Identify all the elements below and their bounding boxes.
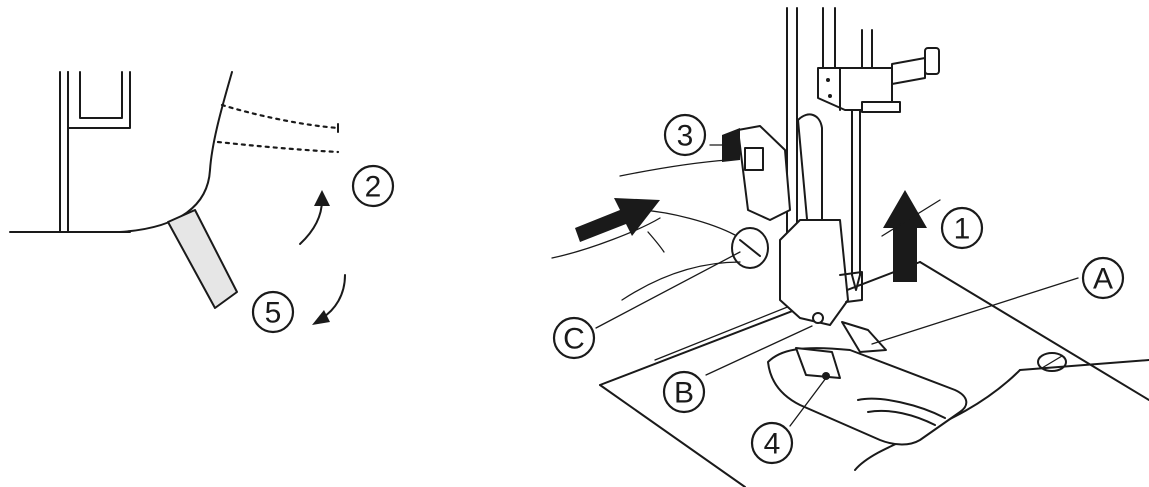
hand-finger-top — [619, 159, 729, 177]
step-label-2: 2 — [351, 164, 395, 208]
shank-groove-b — [812, 312, 824, 324]
step-label-1-text: 1 — [954, 213, 971, 246]
presser-bar — [786, 7, 798, 251]
foot-bar-a — [841, 321, 887, 353]
part-label-c: C — [552, 316, 596, 360]
part-label-a-text: A — [1093, 263, 1113, 296]
shank-body — [779, 219, 849, 326]
shank-lever-slot — [744, 147, 764, 171]
machine-arm-curve — [119, 71, 233, 233]
shank-upright — [797, 113, 823, 231]
left-panel-machine-side — [9, 71, 346, 325]
presser-foot-sole — [767, 347, 968, 446]
hand-knuckle — [647, 231, 665, 253]
foot-toe-groove-1 — [857, 397, 946, 419]
leader-b — [705, 325, 813, 376]
step-label-4: 4 — [750, 421, 794, 465]
hand-finger-mid — [641, 209, 736, 236]
snap-button-release — [722, 128, 740, 162]
leader-a — [871, 277, 1079, 345]
thumb-screw-slot — [739, 239, 761, 257]
needle-tip — [851, 274, 861, 291]
needle-shaft — [851, 109, 861, 276]
clamp-dot-2 — [828, 94, 832, 98]
lift-arrow — [883, 190, 927, 282]
part-label-b: B — [662, 370, 706, 414]
right-panel-presser-foot — [551, 7, 1149, 487]
step-label-3: 3 — [663, 113, 707, 157]
part-label-b-text: B — [674, 377, 694, 410]
leader-4 — [789, 377, 827, 427]
needle-clamp-screw-knob — [924, 47, 940, 75]
plate-screw-head — [1037, 352, 1067, 372]
step-label-1: 1 — [940, 206, 984, 250]
step-label-5-text: 5 — [265, 297, 282, 330]
needle-screw-small — [839, 271, 863, 303]
foot-toe-groove-2 — [867, 409, 936, 426]
thread-guide-plate — [861, 101, 901, 113]
lower-arrow-head — [312, 310, 330, 325]
step-label-3-text: 3 — [677, 120, 694, 153]
lift-arrow-head — [314, 190, 330, 206]
needle-clamp-screw — [891, 57, 926, 85]
machine-column-inner — [67, 71, 131, 129]
step-label-2-text: 2 — [365, 171, 382, 204]
plate-screw-slot — [1041, 355, 1063, 369]
leader-c — [595, 251, 741, 329]
callout-labels: 2 5 3 1 A C B 4 — [251, 113, 1125, 465]
machine-column-slot — [79, 71, 123, 119]
presser-foot-lever — [167, 209, 238, 309]
foot-pin-holder — [795, 347, 841, 379]
thread-path-lower — [216, 140, 340, 154]
lift-arrow-curve — [299, 199, 323, 245]
machine-column-line — [59, 71, 69, 233]
push-arrow — [575, 198, 660, 242]
hand-palm-line — [621, 261, 741, 301]
foot-pin-b — [822, 372, 830, 380]
needle-plate-edge-right — [919, 261, 1149, 401]
step-label-4-text: 4 — [764, 428, 781, 461]
hand-wrist-line — [551, 217, 661, 259]
needle-clamp-rod — [861, 29, 873, 71]
thread-path-upper — [220, 103, 340, 130]
part-label-a: A — [1081, 256, 1125, 300]
needle-plate-edge-back — [599, 261, 921, 386]
leader-1 — [881, 199, 941, 237]
needle-plate-edge-left — [599, 384, 746, 487]
needle-bar — [822, 7, 836, 71]
part-label-c-text: C — [563, 323, 585, 356]
step-label-5: 5 — [251, 290, 295, 334]
clamp-dot-1 — [826, 78, 830, 82]
shank-lever-block — [737, 125, 791, 221]
lower-arrow-curve — [321, 274, 346, 319]
